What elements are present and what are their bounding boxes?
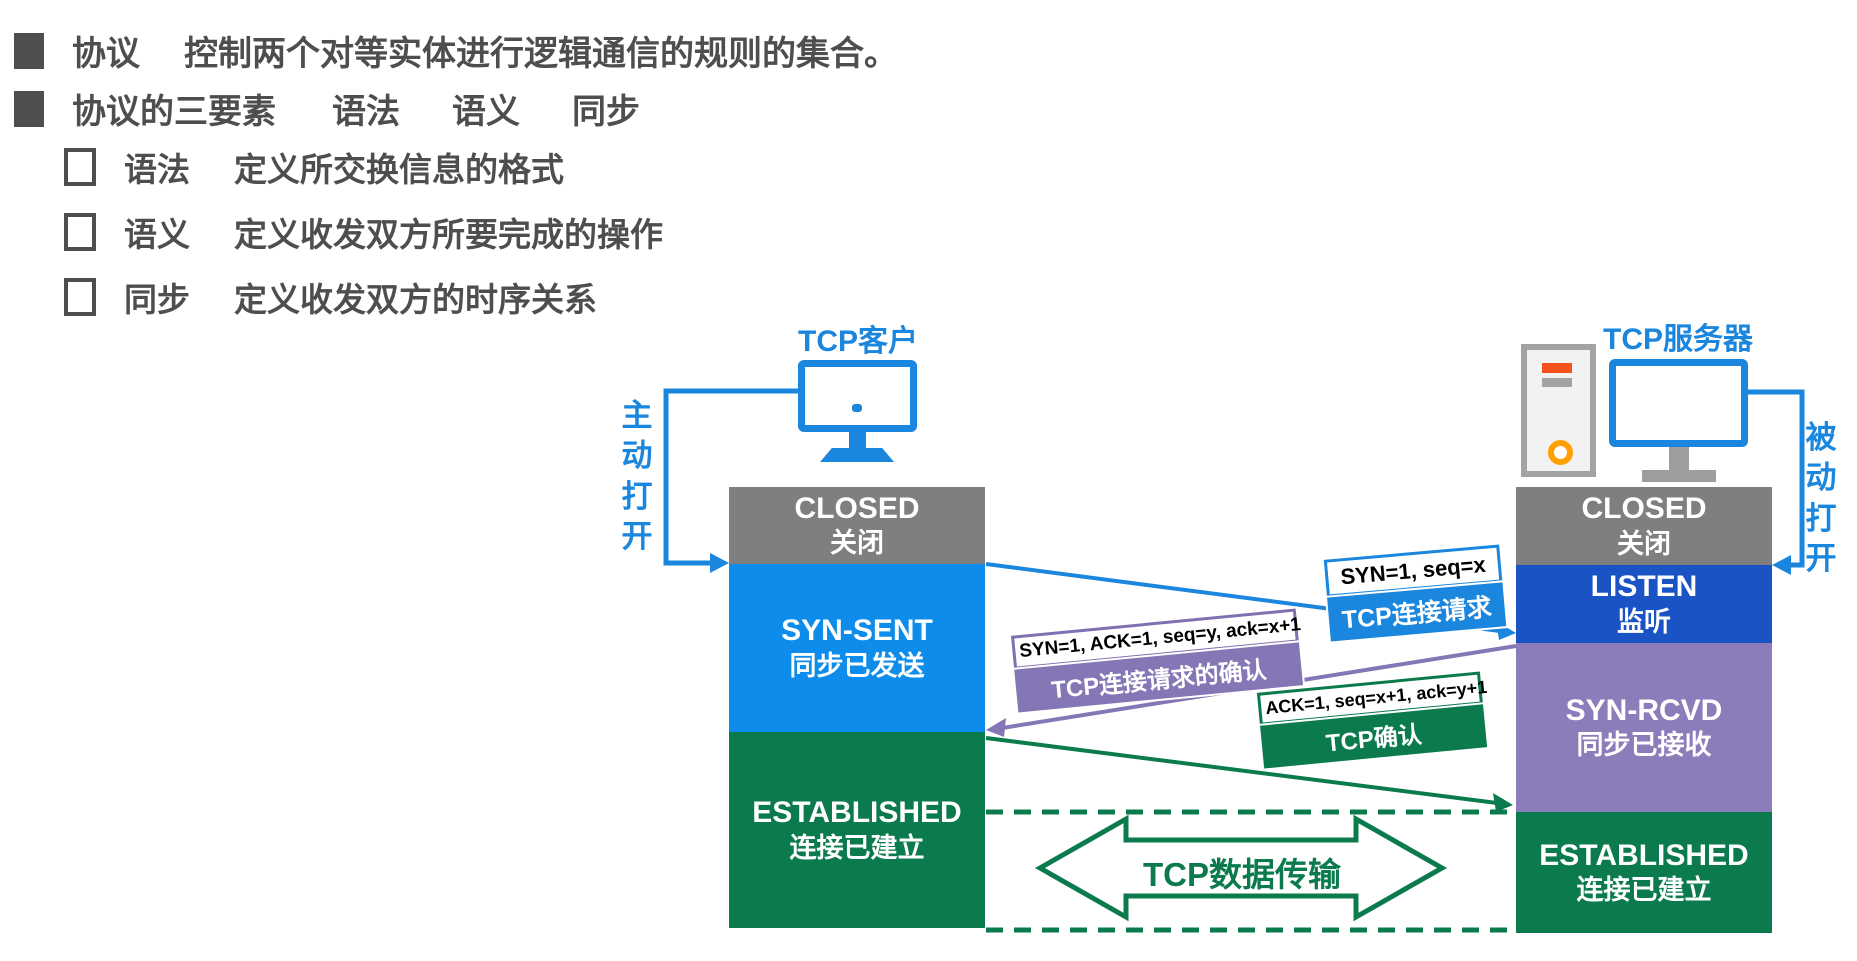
state-en: CLOSED: [794, 491, 920, 525]
monitor-base: [820, 448, 894, 462]
state-en: SYN-RCVD: [1565, 693, 1723, 727]
state-en: ESTABLISHED: [752, 796, 962, 830]
monitor-screen: [1609, 359, 1748, 447]
outline-square-bullet-icon: [64, 213, 96, 251]
state-zh: 同步已接收: [1576, 730, 1712, 761]
tcp-client-label: TCP客户: [798, 325, 918, 358]
active-open-label: 主动打开: [621, 398, 653, 554]
active-open-arrowhead-icon: [710, 553, 729, 573]
tower-power-ring: [1548, 440, 1573, 465]
state-zh: 连接已建立: [789, 832, 925, 863]
element-syntax: 语法: [332, 93, 400, 131]
state-en: LISTEN: [1590, 570, 1698, 604]
state-en: SYN-SENT: [781, 614, 933, 648]
sub-bullet-sync: 同步 定义收发双方的时序关系: [64, 273, 597, 321]
state-zh: 同步已发送: [789, 650, 925, 681]
state-zh: 监听: [1617, 606, 1671, 637]
data-transfer-double-arrow-icon: [1034, 814, 1448, 922]
state-en: CLOSED: [1581, 492, 1707, 526]
passive-open-line: [1748, 389, 1805, 568]
tcp-server-label: TCP服务器: [1603, 323, 1753, 356]
monitor-stand: [1669, 447, 1689, 470]
sub-desc: 定义收发双方所要完成的操作: [234, 216, 663, 253]
sub-term: 语法: [124, 151, 190, 188]
filled-square-bullet-icon: [14, 32, 44, 69]
bullet-row-protocol: 协议 控制两个对等实体进行逻辑通信的规则的集合。: [14, 26, 898, 75]
outline-square-bullet-icon: [64, 278, 96, 316]
sub-bullet-semantics: 语义 定义收发双方所要完成的操作: [64, 208, 663, 256]
monitor-base: [1642, 470, 1716, 482]
client-state-closed: CLOSED 关闭: [729, 487, 985, 564]
server-state-listen: LISTEN 监听: [1516, 565, 1772, 643]
client-state-syn-sent: SYN-SENT 同步已发送: [729, 564, 985, 732]
sub-term: 同步: [124, 281, 190, 318]
ack-arrow-line: [985, 736, 1498, 805]
bullet-term: 协议的三要素: [72, 93, 276, 131]
state-zh: 连接已建立: [1576, 875, 1712, 906]
bullet-desc: 控制两个对等实体进行逻辑通信的规则的集合。: [184, 35, 898, 73]
monitor-screen: [798, 360, 917, 432]
sub-desc: 定义收发双方的时序关系: [234, 281, 597, 318]
tower-drive-bar: [1542, 378, 1572, 387]
monitor-camera-dot: [852, 404, 862, 412]
sub-desc: 定义所交换信息的格式: [234, 151, 564, 188]
passive-open-label: 被动打开: [1805, 420, 1837, 576]
client-state-established: ESTABLISHED 连接已建立: [729, 732, 985, 928]
state-zh: 关闭: [1617, 528, 1671, 559]
ack-arrowhead-icon: [1493, 793, 1513, 812]
outline-square-bullet-icon: [64, 148, 96, 186]
server-state-established: ESTABLISHED 连接已建立: [1516, 812, 1772, 933]
bullet-row-three-elements: 协议的三要素 语法 语义 同步: [14, 84, 640, 133]
message-syn: SYN=1, seq=x TCP连接请求: [1323, 544, 1507, 642]
sub-term: 语义: [124, 216, 190, 253]
server-state-syn-rcvd: SYN-RCVD 同步已接收: [1516, 643, 1772, 812]
passive-open-arrowhead-icon: [1772, 555, 1791, 575]
sub-bullet-syntax: 语法 定义所交换信息的格式: [64, 143, 564, 191]
tower-power-bar: [1542, 363, 1572, 373]
state-zh: 关闭: [830, 528, 884, 559]
data-transfer-label: TCP数据传输: [1143, 856, 1341, 893]
bullet-term: 协议: [72, 35, 140, 73]
synack-arrowhead-icon: [986, 718, 1006, 737]
state-en: ESTABLISHED: [1539, 838, 1749, 872]
filled-square-bullet-icon: [14, 90, 44, 127]
server-state-closed: CLOSED 关闭: [1516, 487, 1772, 565]
element-semantics: 语义: [452, 93, 520, 131]
element-sync: 同步: [572, 93, 640, 131]
active-open-line: [663, 388, 798, 566]
monitor-stand: [849, 432, 866, 448]
